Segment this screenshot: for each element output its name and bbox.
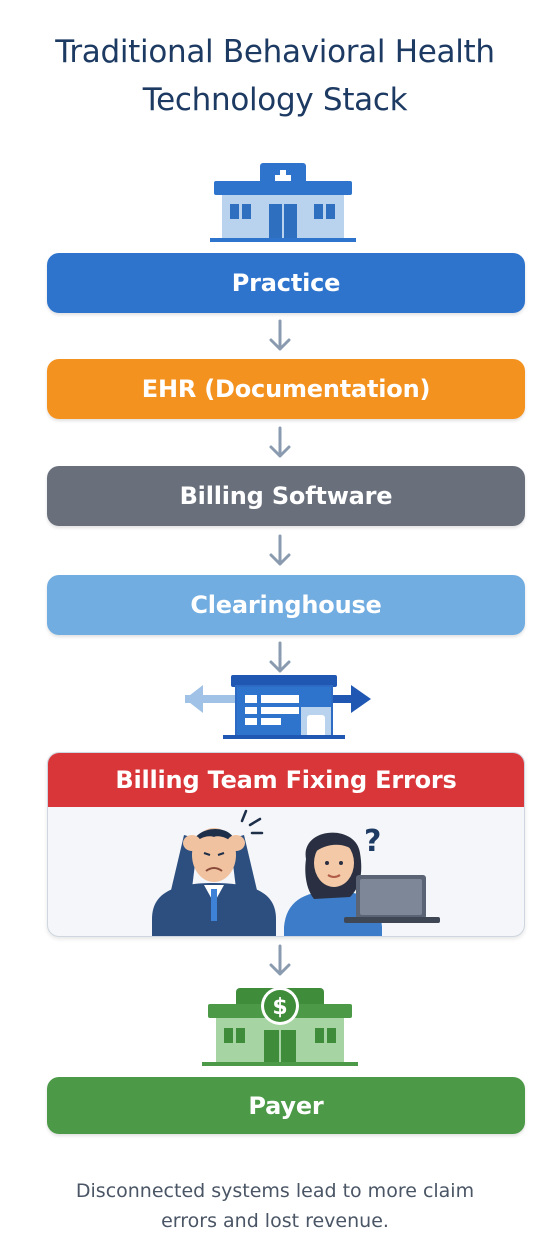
- down-arrow-icon: [269, 944, 291, 976]
- title-line-2: Technology Stack: [142, 82, 408, 118]
- down-arrow-icon: [269, 534, 291, 566]
- billing-team-header: Billing Team Fixing Errors: [48, 753, 524, 807]
- down-arrow-icon: [269, 426, 291, 458]
- billing-team-panel: Billing Team Fixing Errors: [47, 752, 525, 937]
- ehr-label: EHR (Documentation): [141, 375, 431, 403]
- billing-team-label: Billing Team Fixing Errors: [115, 766, 457, 794]
- payer-label: Payer: [248, 1091, 324, 1120]
- down-arrow-icon: [269, 319, 291, 351]
- practice-step: Practice: [47, 253, 525, 313]
- page-title: Traditional Behavioral Health Technology…: [0, 28, 550, 124]
- stressed-man-illustration: [152, 809, 276, 936]
- practice-label: Practice: [231, 269, 341, 297]
- dollar-sign-icon: $: [272, 995, 287, 1020]
- clearinghouse-label: Clearinghouse: [190, 591, 382, 619]
- payer-bank-building-icon: $: [202, 987, 358, 1066]
- billing-software-label: Billing Software: [179, 482, 393, 510]
- question-mark-icon: ?: [364, 824, 381, 859]
- confused-woman-illustration: ?: [284, 824, 440, 936]
- data-exchange-building-icon: [185, 675, 371, 739]
- footer-caption: Disconnected systems lead to more claim …: [0, 1176, 550, 1236]
- title-line-1: Traditional Behavioral Health: [55, 34, 495, 70]
- frustrated-staff-illustration: ?: [152, 809, 440, 936]
- down-arrow-icon: [269, 641, 291, 673]
- footer-line-2: errors and lost revenue.: [161, 1210, 389, 1232]
- clearinghouse-step: Clearinghouse: [47, 575, 525, 635]
- payer-step: Payer: [47, 1077, 525, 1134]
- hospital-building-icon: [210, 163, 356, 242]
- ehr-step: EHR (Documentation): [47, 359, 525, 419]
- footer-line-1: Disconnected systems lead to more claim: [75, 1180, 475, 1202]
- billing-software-step: Billing Software: [47, 466, 525, 526]
